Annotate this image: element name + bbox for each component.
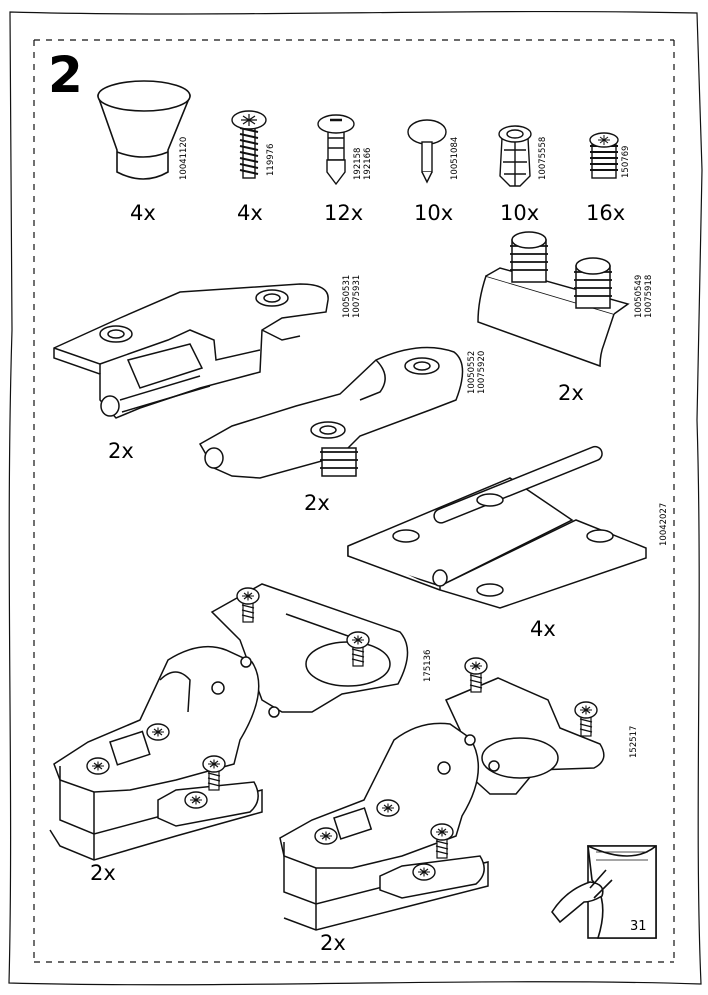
qty-runner-right: 2x — [304, 491, 330, 515]
page-frame — [8, 10, 703, 986]
expansion-anchor-icon — [498, 125, 532, 187]
code-screw: 119976 — [266, 144, 276, 176]
cam-bolt-icon — [317, 114, 355, 186]
code-runner-left-1: 10050531 — [342, 275, 352, 318]
code-expansion-anchor: 10075558 — [538, 137, 548, 180]
knob-icon — [97, 80, 191, 180]
page-number: 31 — [630, 919, 647, 934]
threaded-insert-icon — [589, 132, 619, 179]
code-cam-bolt-line-2: 192166 — [363, 148, 373, 180]
code-cabinet-hinge-large: 175136 — [423, 650, 433, 682]
page-turn-hand-icon — [551, 845, 657, 939]
code-cabinet-hinge-small: 152517 — [629, 726, 639, 758]
dowel-pin-icon — [407, 119, 447, 184]
code-plate-2: 10075918 — [644, 275, 654, 318]
qty-screw: 4x — [237, 201, 263, 225]
qty-runner-left: 2x — [108, 439, 134, 463]
mounting-plate-icon — [477, 231, 630, 368]
code-knob: 10041120 — [179, 137, 189, 180]
code-butt-hinge: 10042027 — [659, 503, 669, 546]
butt-hinge-icon — [347, 445, 647, 609]
qty-cam-bolt: 12x — [324, 201, 363, 225]
step-number: 2 — [48, 46, 83, 104]
code-runner-right-1: 10050552 — [467, 351, 477, 394]
runner-bracket-icon — [198, 346, 464, 479]
code-cam-bolt: 192158 192166 — [353, 148, 373, 180]
qty-expansion-anchor: 10x — [500, 201, 539, 225]
qty-cabinet-hinge-small: 2x — [320, 931, 346, 955]
runner-bracket-icon — [53, 283, 329, 419]
qty-mounting-plate: 2x — [558, 381, 584, 405]
code-runner-right-2: 10075920 — [477, 351, 487, 394]
screw-icon — [231, 110, 267, 179]
cabinet-hinge-icon — [279, 658, 605, 931]
cabinet-hinge-icon — [49, 583, 409, 861]
code-cam-bolt-line-1: 192158 — [353, 148, 363, 180]
qty-cabinet-hinge-large: 2x — [90, 861, 116, 885]
qty-dowel-pin: 10x — [414, 201, 453, 225]
qty-knob: 4x — [130, 201, 156, 225]
qty-butt-hinge: 4x — [530, 617, 556, 641]
qty-threaded-insert: 16x — [586, 201, 625, 225]
code-threaded-insert: 150769 — [621, 146, 631, 178]
code-runner-left-2: 10075931 — [352, 275, 362, 318]
code-plate-1: 10050549 — [634, 275, 644, 318]
code-dowel-pin: 10051084 — [450, 137, 460, 180]
